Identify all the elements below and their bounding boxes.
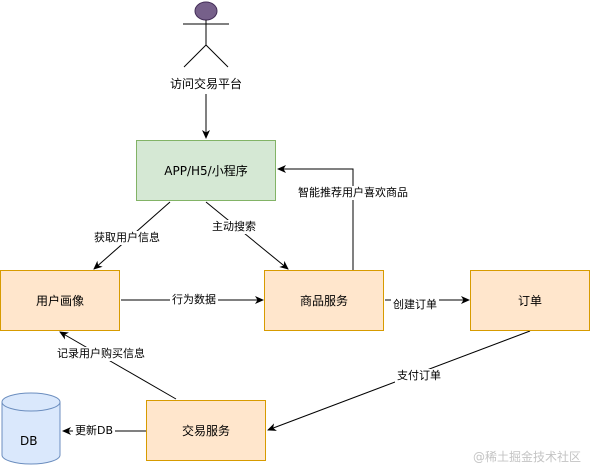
actor-head: [194, 1, 218, 21]
node-order[interactable]: 订单: [470, 270, 590, 331]
watermark: @稀土掘金技术社区: [472, 450, 581, 464]
actor-label: 访问交易平台: [170, 77, 243, 91]
edge-label-recommend: 智能推荐用户喜欢商品: [296, 186, 410, 200]
actor-right-leg: [205, 44, 229, 68]
node-db-label[interactable]: DB: [20, 434, 38, 448]
actor-left-leg: [183, 44, 207, 68]
edge-label-update-db: 更新DB: [73, 424, 116, 438]
edge-label-active-search: 主动搜索: [210, 220, 258, 234]
edge-label-get-user-info: 获取用户信息: [92, 231, 162, 245]
node-trade-service[interactable]: 交易服务: [146, 400, 266, 461]
node-user-profile[interactable]: 用户画像: [0, 270, 120, 331]
edge-product-to-app: [277, 165, 354, 270]
node-product-service[interactable]: 商品服务: [264, 270, 384, 331]
edge-trade-to-profile: [59, 331, 177, 400]
actor-figure: [183, 1, 229, 68]
db-body: [1, 402, 61, 465]
node-app[interactable]: APP/H5/小程序: [136, 140, 276, 201]
db-top: [1, 392, 61, 412]
edge-label-record-purchase: 记录用户购买信息: [55, 347, 147, 361]
edge-label-create-order: 创建订单: [391, 298, 439, 312]
edge-label-pay-order: 支付订单: [395, 369, 443, 383]
edge-app-to-product: [205, 201, 289, 270]
db-cylinder: [1, 392, 61, 465]
edge-label-behavior-data: 行为数据: [170, 293, 218, 307]
